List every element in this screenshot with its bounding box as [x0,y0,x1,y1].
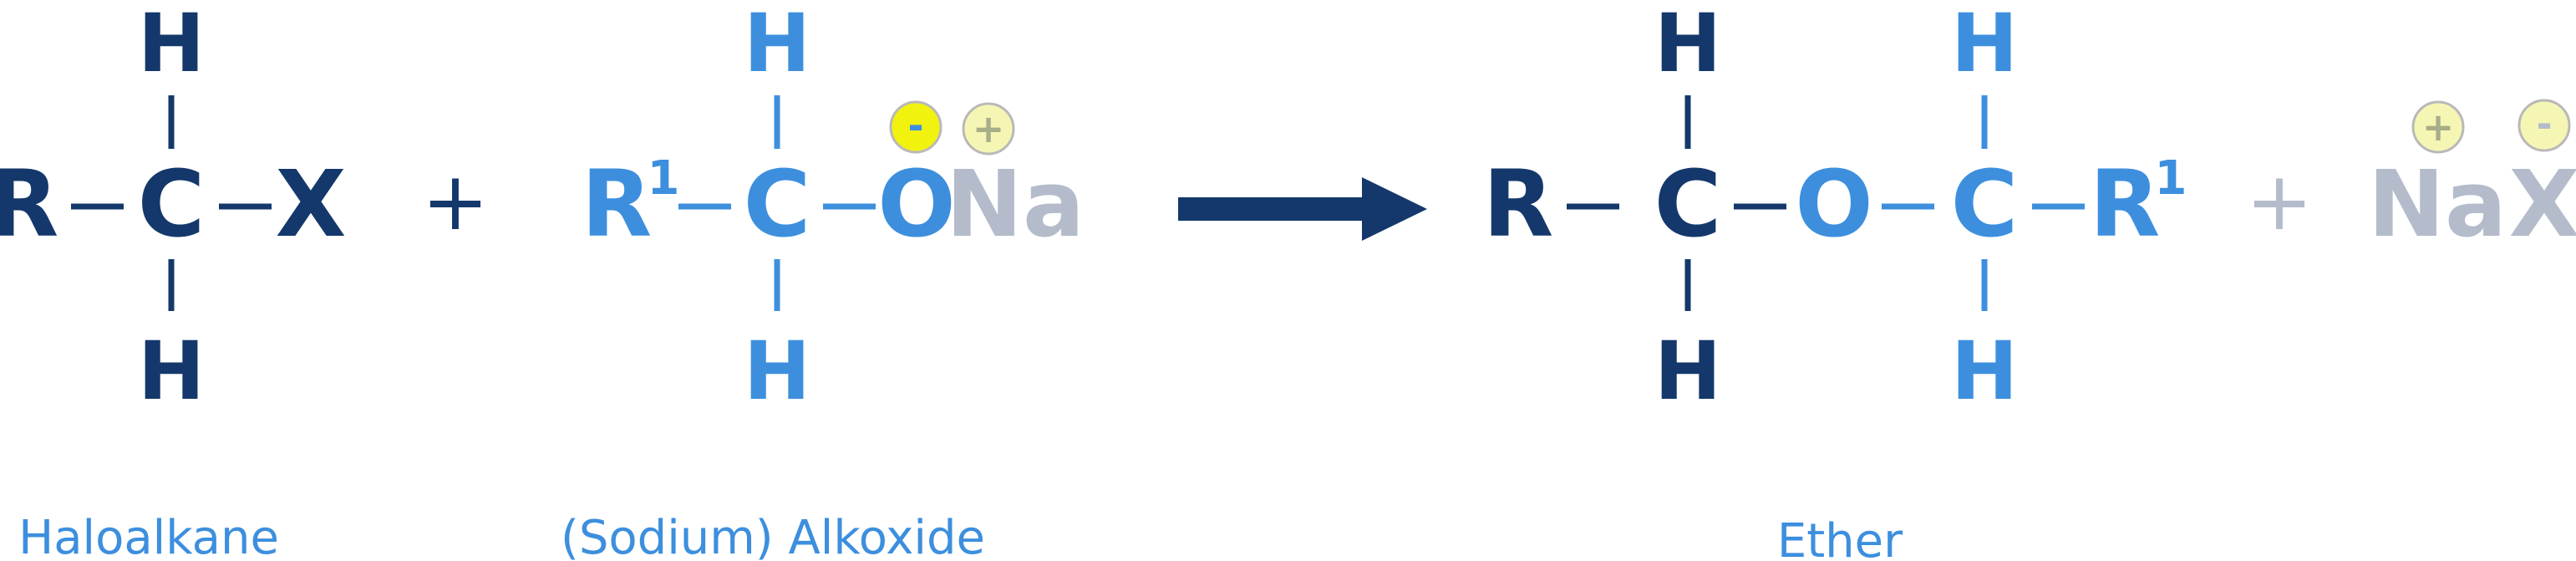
atom-r: R [0,150,58,258]
atom-h1-top: H [1654,0,1721,90]
atom-na: Na [946,150,1085,258]
charge-circle [962,102,1015,156]
negative-charge-badge: - [2518,99,2571,152]
atom-h2-bottom: H [1951,324,2018,418]
atom-c1: C [1654,150,1722,258]
sodium-halide-byproduct: + Na X + - [2246,99,2576,258]
atom-c2: C [1951,150,2019,258]
charge-sign: + [2422,105,2455,150]
positive-charge-badge: + [962,102,1015,156]
atom-h-bottom: H [744,324,810,418]
charge-circle [2411,100,2465,154]
atom-h-top: H [744,0,810,90]
atom-na: Na [2368,150,2507,258]
reaction-arrow-icon [1178,177,1427,241]
atom-h-top: H [138,0,205,90]
label-ether: Ether [1777,514,1903,561]
atom-r-superscript: 1 [648,151,680,206]
arrow-head [1362,177,1427,241]
charge-circle [889,100,943,154]
arrow-shaft [1178,197,1374,221]
charge-sign: + [973,106,1005,151]
label-haloalkane: Haloalkane [18,511,279,561]
haloalkane-structure: H R C X H [0,0,346,418]
atom-x: X [276,150,347,258]
charge-circle [2518,99,2571,152]
atom-o: O [877,150,956,258]
charge-sign: - [907,103,923,148]
atom-o: O [1795,150,1873,258]
atom-c: C [744,150,811,258]
negative-charge-badge: - [889,100,943,154]
charge-sign: - [2536,101,2552,146]
ether-structure: R H C H O H C H R 1 [1483,0,2187,418]
atom-r: R [582,150,653,258]
label-sodium-alkoxide: (Sodium) Alkoxide [561,511,985,561]
atom-r: R [1483,150,1554,258]
alkoxide-structure: H R 1 C O Na H - + [582,0,1085,418]
atom-x: X [2509,150,2576,258]
atom-h2-top: H [1951,0,2018,90]
atom-r1-superscript: 1 [2155,151,2187,206]
positive-charge-badge: + [2411,100,2465,154]
atom-c: C [138,150,206,258]
atom-r1: R [2090,150,2161,258]
plus-sign-products: + [2246,155,2313,248]
plus-sign-reactants: + [422,155,489,248]
atom-h1-bottom: H [1654,324,1721,418]
atom-h-bottom: H [138,324,205,418]
